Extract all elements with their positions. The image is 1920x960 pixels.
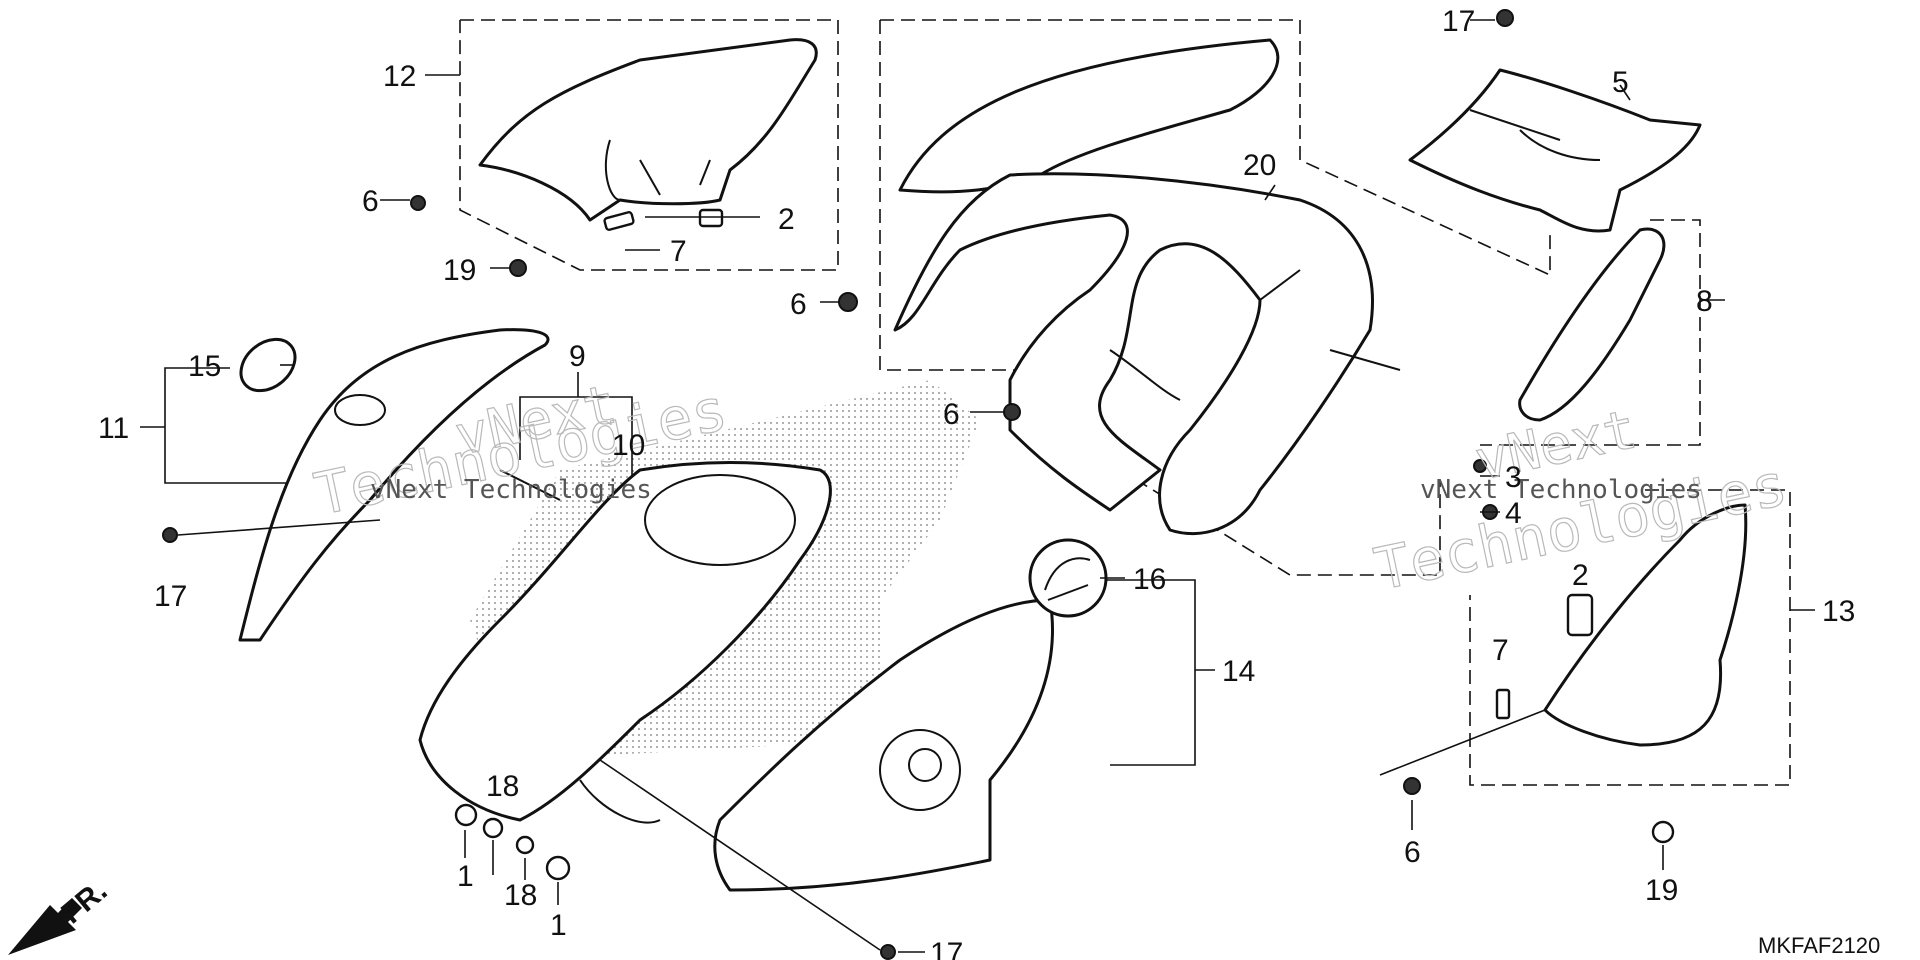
callout-17-top: 17	[1442, 5, 1475, 38]
emblem-16	[1028, 538, 1108, 618]
callout-9: 9	[569, 340, 586, 373]
group-box-13	[1469, 489, 1815, 786]
callout-6-middle: 6	[943, 398, 960, 431]
fasteners	[162, 9, 1675, 960]
part-8-side-strip	[1518, 227, 1666, 422]
group-box-8	[1480, 219, 1725, 446]
callout-14: 14	[1222, 655, 1255, 688]
callout-2-upper: 2	[778, 203, 795, 236]
callout-6-center: 6	[790, 288, 807, 321]
leader-lines	[177, 19, 1664, 953]
diagram-code: MKFAF2120	[1758, 933, 1880, 958]
watermark-small-left: vNext Technologies	[370, 475, 652, 505]
callout-3: 3	[1505, 461, 1522, 494]
bracket-9-10	[519, 372, 633, 475]
part-20-front-cowl	[893, 38, 1401, 536]
callout-1-right: 1	[550, 909, 567, 942]
part-13-right-panel	[1543, 503, 1748, 747]
callout-6-upper-left: 6	[362, 185, 379, 218]
callout-numbers: 17 5 20 12 6 2 7 19 6 6 8 9 10 15 11 17 …	[98, 5, 1855, 960]
emblem-15	[239, 337, 297, 393]
callout-7-upper: 7	[670, 235, 687, 268]
callout-1-left: 1	[457, 860, 474, 893]
callout-18-upper: 18	[486, 770, 519, 803]
part-14-side-cover	[713, 598, 1054, 892]
callout-18-lower: 18	[504, 879, 537, 912]
bracket-14	[1085, 579, 1215, 766]
watermark-small-right: vNext Technologies	[1420, 475, 1702, 505]
part-12-inner-panel	[478, 38, 818, 222]
callout-12: 12	[383, 60, 416, 93]
callout-4: 4	[1505, 497, 1522, 530]
group-box-12	[425, 19, 839, 271]
callout-5: 5	[1612, 66, 1629, 99]
callout-11: 11	[98, 412, 129, 445]
callout-2-lower: 2	[1572, 559, 1589, 592]
callout-13: 13	[1822, 595, 1855, 628]
callout-8: 8	[1696, 285, 1713, 318]
front-arrow: FR.	[8, 874, 114, 955]
callout-6-lower: 6	[1404, 836, 1421, 869]
bracket-11	[140, 367, 305, 484]
callout-17-left: 17	[154, 580, 187, 613]
part-5-bracket	[1408, 68, 1702, 233]
callout-10: 10	[612, 429, 645, 462]
callout-15: 15	[188, 350, 221, 383]
callout-20: 20	[1243, 149, 1276, 182]
callout-7-lower: 7	[1492, 634, 1509, 667]
callout-19-upper: 19	[443, 254, 476, 287]
part-9-10-tank-cover	[418, 461, 832, 824]
callout-17-bottom: 17	[930, 937, 963, 960]
callout-16: 16	[1133, 563, 1166, 596]
callout-19-lower: 19	[1645, 874, 1678, 907]
